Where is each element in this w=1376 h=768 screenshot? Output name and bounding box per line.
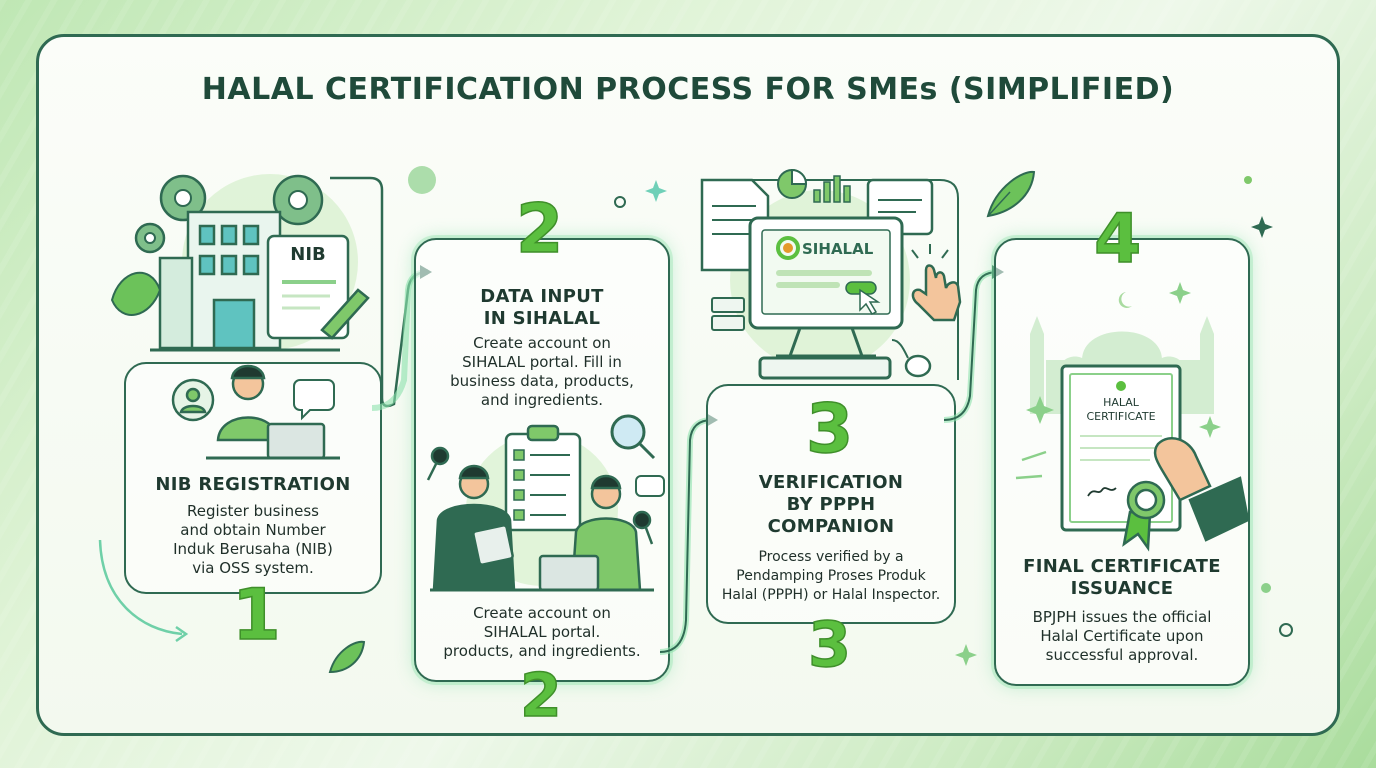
sihalal-screen-label: SIHALAL xyxy=(802,240,874,258)
step-3-number-top: 3 xyxy=(805,390,854,469)
step-2-number-top: 2 xyxy=(515,190,564,269)
step-1-description: Register business and obtain Number Indu… xyxy=(173,502,333,577)
step-2-number-bottom: 2 xyxy=(519,661,562,731)
certificate-label: HALAL CERTIFICATE xyxy=(1086,396,1156,423)
nib-doc-label: NIB xyxy=(290,244,326,265)
step-1-number: 1 xyxy=(231,574,281,656)
step-3-card xyxy=(706,384,956,624)
step-4-heading: FINAL CERTIFICATE ISSUANCE xyxy=(1023,556,1221,599)
step-3-description: Process verified by a Pendamping Proses … xyxy=(721,549,941,603)
step-2-description: Create account on SIHALAL portal. Fill i… xyxy=(450,334,634,409)
step-4-description: BPJPH issues the official Halal Certific… xyxy=(1032,608,1212,664)
step-1-heading: NIB REGISTRATION xyxy=(155,474,351,495)
step-2-heading: DATA INPUT IN SIHALAL xyxy=(480,286,604,329)
page-title: HALAL CERTIFICATION PROCESS FOR SMEs (SI… xyxy=(201,72,1175,107)
step-4-number: 4 xyxy=(1093,200,1142,279)
step-2-description-lower: Create account on SIHALAL portal. produc… xyxy=(443,604,641,660)
step-3-heading: VERIFICATION BY PPPH COMPANION xyxy=(758,472,904,537)
step-3-number-bottom: 3 xyxy=(807,608,852,681)
